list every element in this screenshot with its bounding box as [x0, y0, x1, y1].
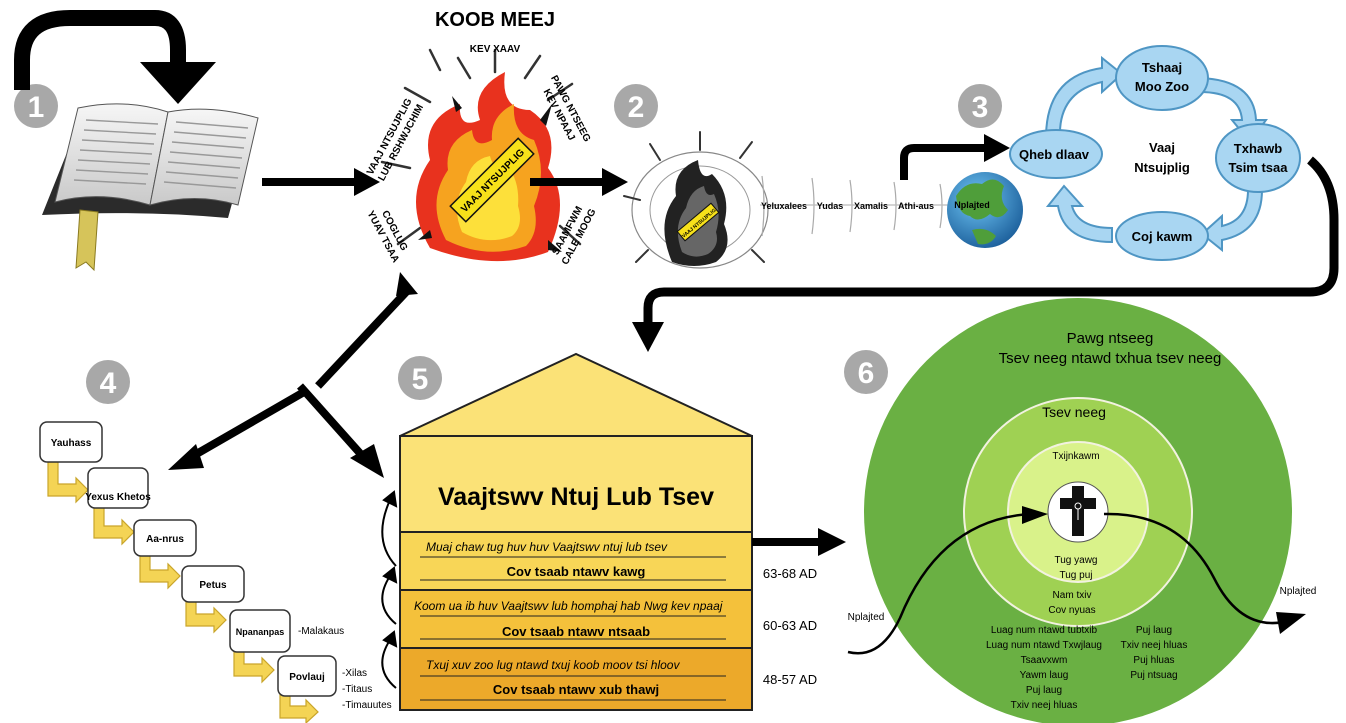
circle-outer-item: Yawm laug: [1020, 670, 1069, 681]
arrow-to-cycle: [900, 134, 1010, 180]
circle-inner-lower: Tug yawg: [1055, 555, 1098, 566]
cycle-center-label: Ntsujplig: [1134, 160, 1190, 175]
circle-outer-item: Luag num ntawd Txwjlaug: [986, 640, 1102, 651]
lineage-companion: -Timauutes: [342, 700, 392, 711]
svg-text:2: 2: [628, 91, 645, 124]
region-label: Yudas: [817, 201, 844, 211]
circle-outer-item: Puj laug: [1026, 685, 1062, 696]
step-number-4: 4: [86, 360, 130, 404]
bible-icon: [42, 103, 259, 272]
circle-inner-label: Txijnkawm: [1052, 451, 1099, 462]
lineage-name: Yexus Khetos: [85, 492, 151, 503]
step-number-1: 1: [14, 84, 58, 128]
house-row-desc: Txuj xuv zoo lug ntawd txuj koob moov ts…: [426, 658, 680, 672]
circle-outer-label: Tsev neeg ntawd txhua tsev neeg: [999, 350, 1222, 367]
circle-middle-label: Tsev neeg: [1042, 404, 1106, 420]
fire-label-upper-left: VAAJ NTSUJPLIG LUB RSHWJCHIM: [365, 97, 426, 183]
step-number-3: 3: [958, 84, 1002, 128]
circle-right-label: Nplajted: [1280, 586, 1317, 597]
region-label-world: Nplajted: [954, 200, 990, 210]
arrow-bible-to-fire: [262, 168, 380, 196]
circle-outer-item: Puj ntsuag: [1130, 670, 1177, 681]
house-row-name: Cov tsaab ntawv xub thawj: [493, 682, 659, 697]
house-row-name: Cov tsaab ntawv kawg: [507, 564, 646, 579]
cross-icon: [1060, 486, 1096, 536]
region-label: Xamalis: [854, 201, 888, 211]
cycle-center-label: Vaaj: [1149, 140, 1175, 155]
circle-left-label: Nplajted: [848, 612, 885, 623]
house-row-date: 60-63 AD: [763, 618, 817, 633]
lineage-boxes: [39, 421, 337, 697]
svg-text:4: 4: [100, 367, 117, 400]
lineage-name: Povlauj: [289, 672, 325, 683]
svg-text:5: 5: [412, 363, 429, 396]
region-label: Yeluxalees: [761, 201, 807, 211]
house-row-name: Cov tsaab ntawv ntsaab: [502, 624, 650, 639]
cycle-right-label: Tsim tsaa: [1228, 160, 1288, 175]
globe-icon: [947, 172, 1023, 248]
step-number-5: 5: [398, 356, 442, 400]
lineage-companion: -Xilas: [342, 668, 367, 679]
circle-outer-item: Txiv neej hluas: [1011, 700, 1078, 711]
house-row-date: 48-57 AD: [763, 672, 817, 687]
step-number-2: 2: [614, 84, 658, 128]
koob-meej-title: KOOB MEEJ: [435, 9, 555, 31]
circle-mid-lower: Nam txiv: [1053, 590, 1092, 601]
lineage-name: Npananpas: [236, 627, 285, 637]
circle-outer-item: Luag num ntawd tubtxib: [991, 625, 1098, 636]
step-number-6: 6: [844, 350, 888, 394]
house-row-date: 63-68 AD: [763, 566, 817, 581]
svg-text:1: 1: [28, 91, 45, 124]
lineage-name: Aa-nrus: [146, 534, 184, 545]
lineage-arrows: [47, 461, 319, 723]
circle-outer-item: Txiv neej hluas: [1121, 640, 1188, 651]
fire-label-top: KEV XAAV: [470, 44, 521, 55]
svg-text:3: 3: [972, 91, 989, 124]
lineage-companion: -Malakaus: [298, 626, 344, 637]
lineage-name: Yauhass: [51, 438, 92, 449]
circle-outer-label: Pawg ntseeg: [1067, 330, 1154, 347]
lineage-companion: -Titaus: [342, 684, 372, 695]
arrows-fire-to-lineage-and-house: [168, 272, 418, 478]
wave-arrow: [847, 506, 1306, 655]
cycle-left-label: Qheb dlaav: [1019, 147, 1090, 162]
house-side-arrows: [381, 490, 398, 689]
lineage-name: Petus: [199, 580, 227, 591]
arrow-cycle-to-house: [632, 156, 1339, 352]
house-row-desc: Koom ua ib huv Vaajtswv lub homphaj hab …: [414, 599, 723, 613]
circle-outer-item: Tsaavxwm: [1021, 655, 1068, 666]
arrow-house-to-circles: [752, 528, 846, 556]
circle-inner-lower: Tug puj: [1060, 570, 1093, 581]
arrow-fire-to-spread: [530, 168, 628, 196]
region-label: Athi-aus: [898, 201, 934, 211]
circle-mid-lower: Cov nyuas: [1048, 605, 1095, 616]
cycle-top-label: Tshaaj: [1142, 60, 1182, 75]
circle-outer-item: Puj hluas: [1133, 655, 1174, 666]
cycle-top-label: Moo Zoo: [1135, 79, 1189, 94]
svg-text:6: 6: [858, 357, 875, 390]
house: [399, 352, 753, 711]
house-row-desc: Muaj chaw tug huv huv Vaajtswv ntuj lub …: [426, 540, 668, 554]
cycle-bottom-label: Coj kawm: [1132, 229, 1193, 244]
circle-outer-item: Puj laug: [1136, 625, 1172, 636]
house-title: Vaajtswv Ntuj Lub Tsev: [438, 483, 714, 511]
curved-arrow-top-left: [13, 9, 216, 104]
cycle-right-label: Txhawb: [1234, 141, 1282, 156]
region-ripples: [760, 175, 948, 237]
cycle-diagram: [1009, 45, 1301, 261]
fire-label-lower-left: COGLUG YUAV TSAA: [364, 209, 409, 265]
small-fire-illustration: [623, 131, 769, 269]
